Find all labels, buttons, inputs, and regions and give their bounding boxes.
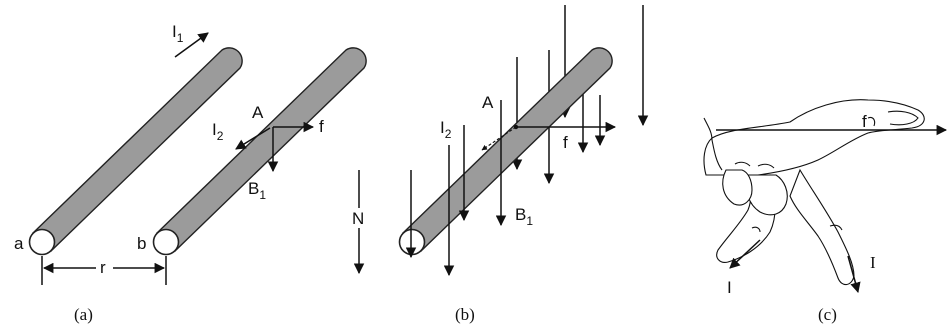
current-1-label: I1 <box>172 22 184 45</box>
wire-b-label: b <box>137 234 146 253</box>
middle-label: I <box>870 253 876 272</box>
point-a-label: A <box>252 103 264 122</box>
wire-b <box>152 47 367 256</box>
middle-arrow <box>847 255 861 294</box>
panel-c: f I I (c) <box>703 99 948 324</box>
panel-a: I1 A I2 f B1 a b r N (a) <box>14 22 370 324</box>
wire-a-label: a <box>14 234 24 253</box>
separation-label: r <box>100 258 106 277</box>
hand-drawing <box>703 99 925 286</box>
caption-a: (a) <box>74 305 93 324</box>
field-lines-front <box>405 5 649 277</box>
current-2-label: I2 <box>212 120 224 143</box>
index-label: I <box>727 278 732 297</box>
field-label: B1 <box>515 205 533 228</box>
wire-a <box>28 47 243 256</box>
index-arrow <box>729 239 761 269</box>
wire <box>398 47 613 256</box>
north-label: N <box>352 209 364 228</box>
current-arrow <box>481 126 517 151</box>
force-label: f <box>319 117 324 136</box>
panel-b: A f I2 B1 (b) <box>398 5 649 324</box>
thumb-label: f <box>862 112 867 131</box>
caption-c: (c) <box>818 305 837 324</box>
north-label-bg <box>350 208 370 228</box>
current-2-arrow <box>235 127 271 150</box>
field-label: B1 <box>248 179 266 202</box>
force-label: f <box>563 133 568 152</box>
point-a-label: A <box>482 93 494 112</box>
current-1-arrow <box>174 32 209 58</box>
caption-b: (b) <box>455 305 475 324</box>
current-label: I2 <box>440 118 452 141</box>
